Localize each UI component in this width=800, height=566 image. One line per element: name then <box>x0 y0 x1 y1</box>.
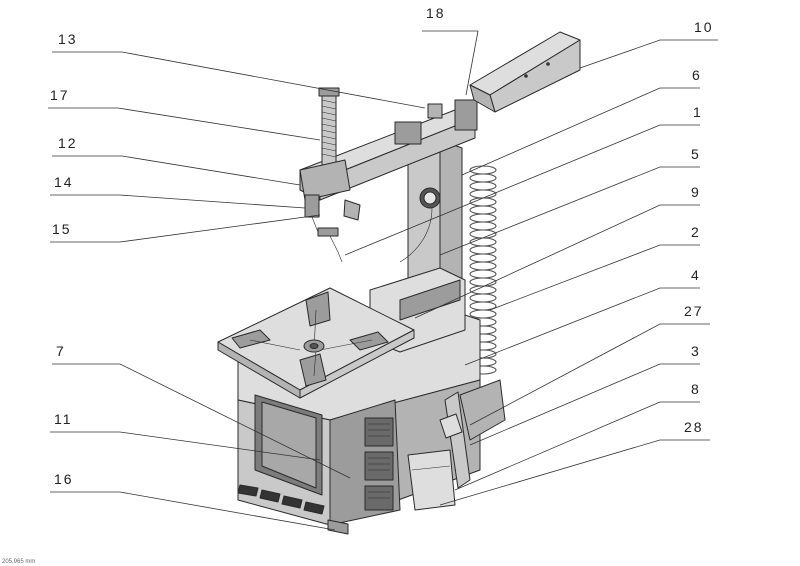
callout-labels: 18 13 10 17 6 12 1 14 5 15 9 2 4 7 27 3 … <box>50 5 714 487</box>
label-6: 6 <box>692 67 702 83</box>
machine-illustration <box>217 31 581 535</box>
turntable <box>217 287 415 399</box>
label-18: 18 <box>426 5 446 21</box>
scale-footer: 205.965 mm <box>2 559 35 565</box>
label-3: 3 <box>691 343 701 359</box>
label-5: 5 <box>691 146 701 162</box>
label-11: 11 <box>54 411 73 427</box>
bead-breaker <box>407 379 506 511</box>
label-12: 12 <box>58 135 78 151</box>
label-2: 2 <box>691 224 701 240</box>
label-14: 14 <box>54 174 74 190</box>
label-27: 27 <box>684 303 704 319</box>
leader-lines <box>48 30 718 531</box>
label-1: 1 <box>693 104 703 120</box>
label-28: 28 <box>684 419 704 435</box>
label-9: 9 <box>691 184 701 200</box>
label-16: 16 <box>54 471 74 487</box>
label-15: 15 <box>52 221 72 237</box>
label-4: 4 <box>691 267 701 283</box>
label-10: 10 <box>694 19 714 35</box>
pedals <box>237 484 349 535</box>
label-8: 8 <box>691 381 701 397</box>
pressure-gauge <box>399 187 441 263</box>
vertical-shaft <box>299 87 361 263</box>
label-17: 17 <box>50 87 70 103</box>
label-13: 13 <box>58 31 78 47</box>
label-7: 7 <box>56 343 66 359</box>
top-head <box>469 31 581 113</box>
